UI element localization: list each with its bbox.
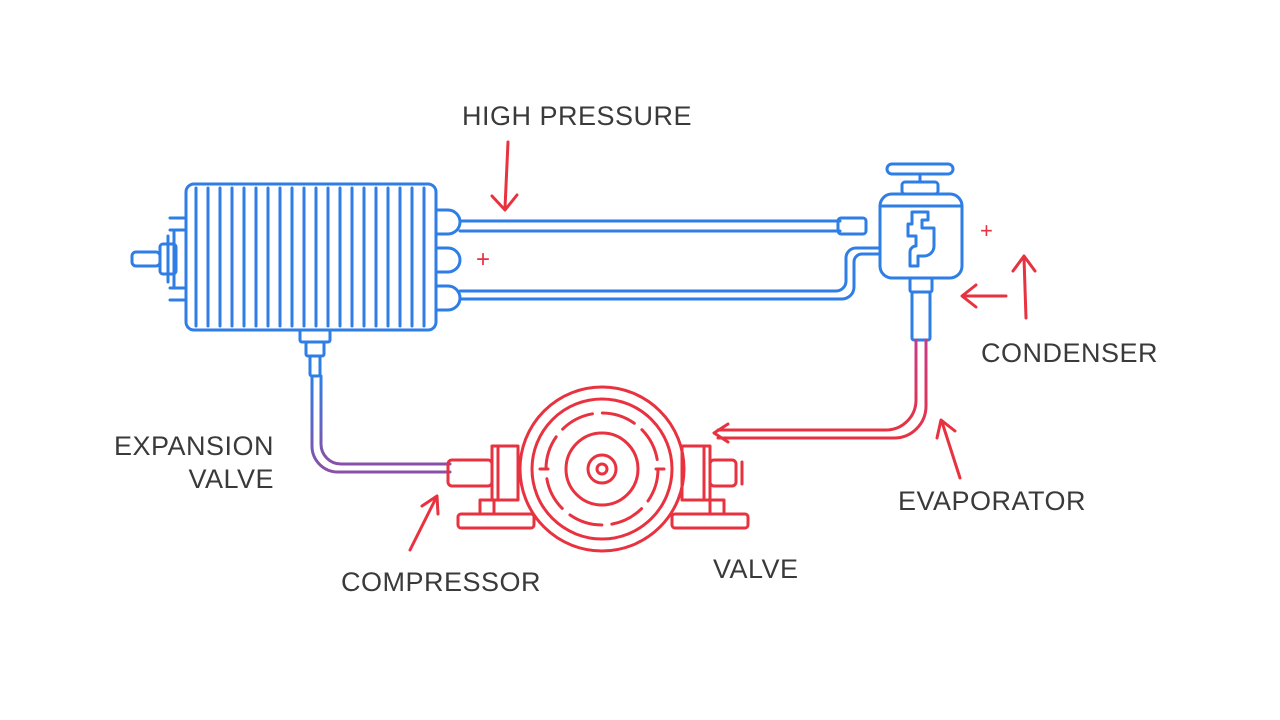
annotation-arrows [408,140,1037,552]
label-condenser: CONDENSER [981,338,1159,368]
label-high-pressure: HIGH PRESSURE [462,101,693,131]
arrow-condenser-left [960,283,1008,309]
arrow-condenser-up [1011,254,1037,320]
label-evaporator: EVAPORATOR [898,486,1087,516]
condenser-coil [130,182,462,378]
coil-fins [194,186,426,328]
label-compressor: COMPRESSOR [341,567,542,597]
plus-sign-drier: + [980,218,993,243]
compressor-unit [446,385,750,553]
label-expansion-valve-line1: EXPANSION [113,431,274,461]
arrow-into-compressor [712,422,730,444]
return-lines [310,338,928,474]
label-expansion-valve-line2: VALVE [188,464,274,494]
label-valve: VALVE [713,554,799,584]
high-pressure-lines [458,216,882,301]
arrow-evaporator [935,418,962,480]
plus-sign-coil: + [476,246,490,273]
arrow-compressor [408,494,440,552]
receiver-drier [878,162,964,342]
arrow-high-pressure [490,140,519,212]
